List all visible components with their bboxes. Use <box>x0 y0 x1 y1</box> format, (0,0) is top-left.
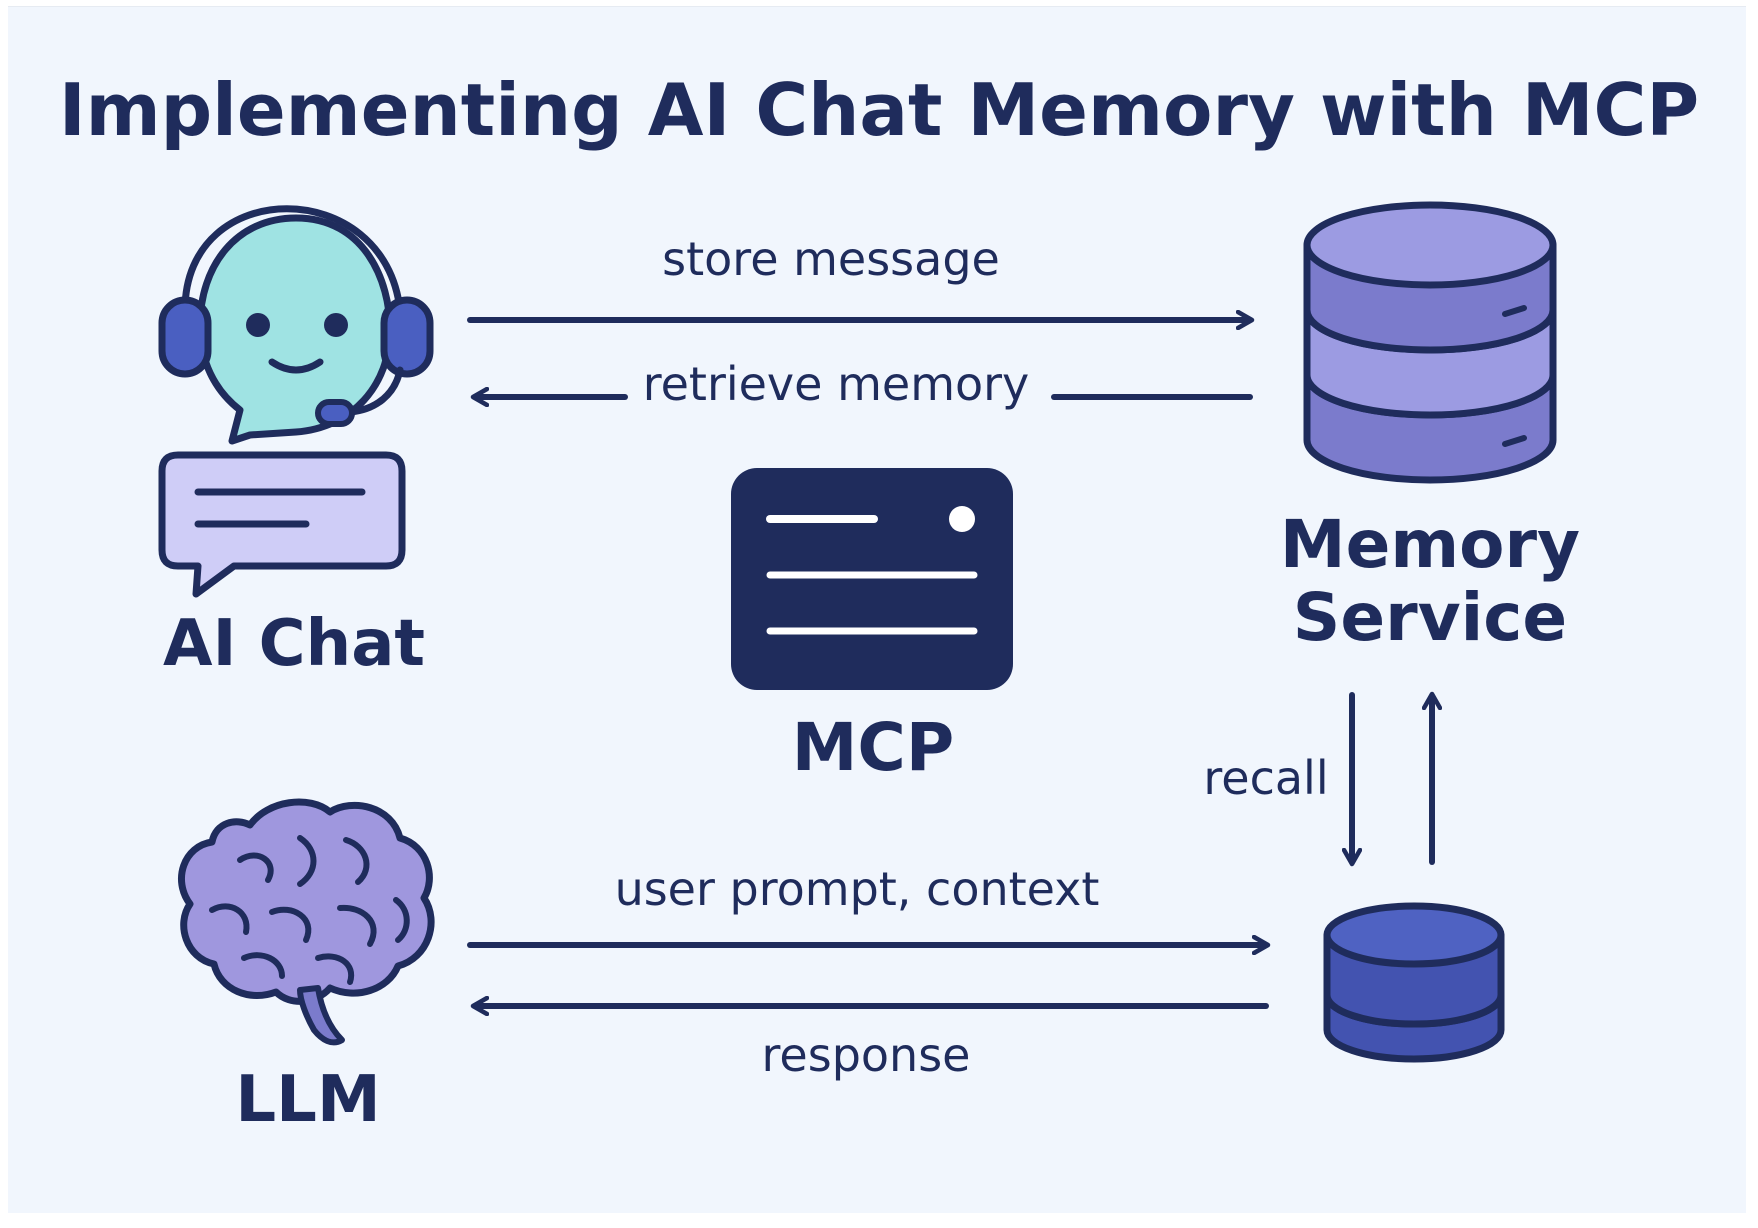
ai-chat-label: AI Chat <box>163 607 425 681</box>
database-small-icon <box>1323 902 1505 1063</box>
memory-service-label-line1: Memory <box>1280 506 1580 583</box>
edge-label-retrieve-memory: retrieve memory <box>643 357 1030 411</box>
edge-label-store-message: store message <box>662 232 1000 286</box>
database-icon <box>1303 201 1557 484</box>
edge-label-user-prompt-context: user prompt, context <box>615 862 1100 916</box>
llm-label: LLM <box>235 1063 380 1137</box>
diagram-title: Implementing AI Chat Memory with MCP <box>59 68 1699 152</box>
brain-outline <box>178 798 435 1005</box>
mcp-label: MCP <box>792 709 955 786</box>
memory-service-label-line2: Service <box>1293 579 1567 656</box>
edge-label-response: response <box>762 1028 971 1082</box>
edge-label-recall: recall <box>1203 751 1328 805</box>
headset-bot-chat-icon <box>158 205 434 598</box>
server-icon <box>731 468 1013 690</box>
brain-icon <box>178 798 435 1046</box>
bot-face <box>196 214 394 445</box>
